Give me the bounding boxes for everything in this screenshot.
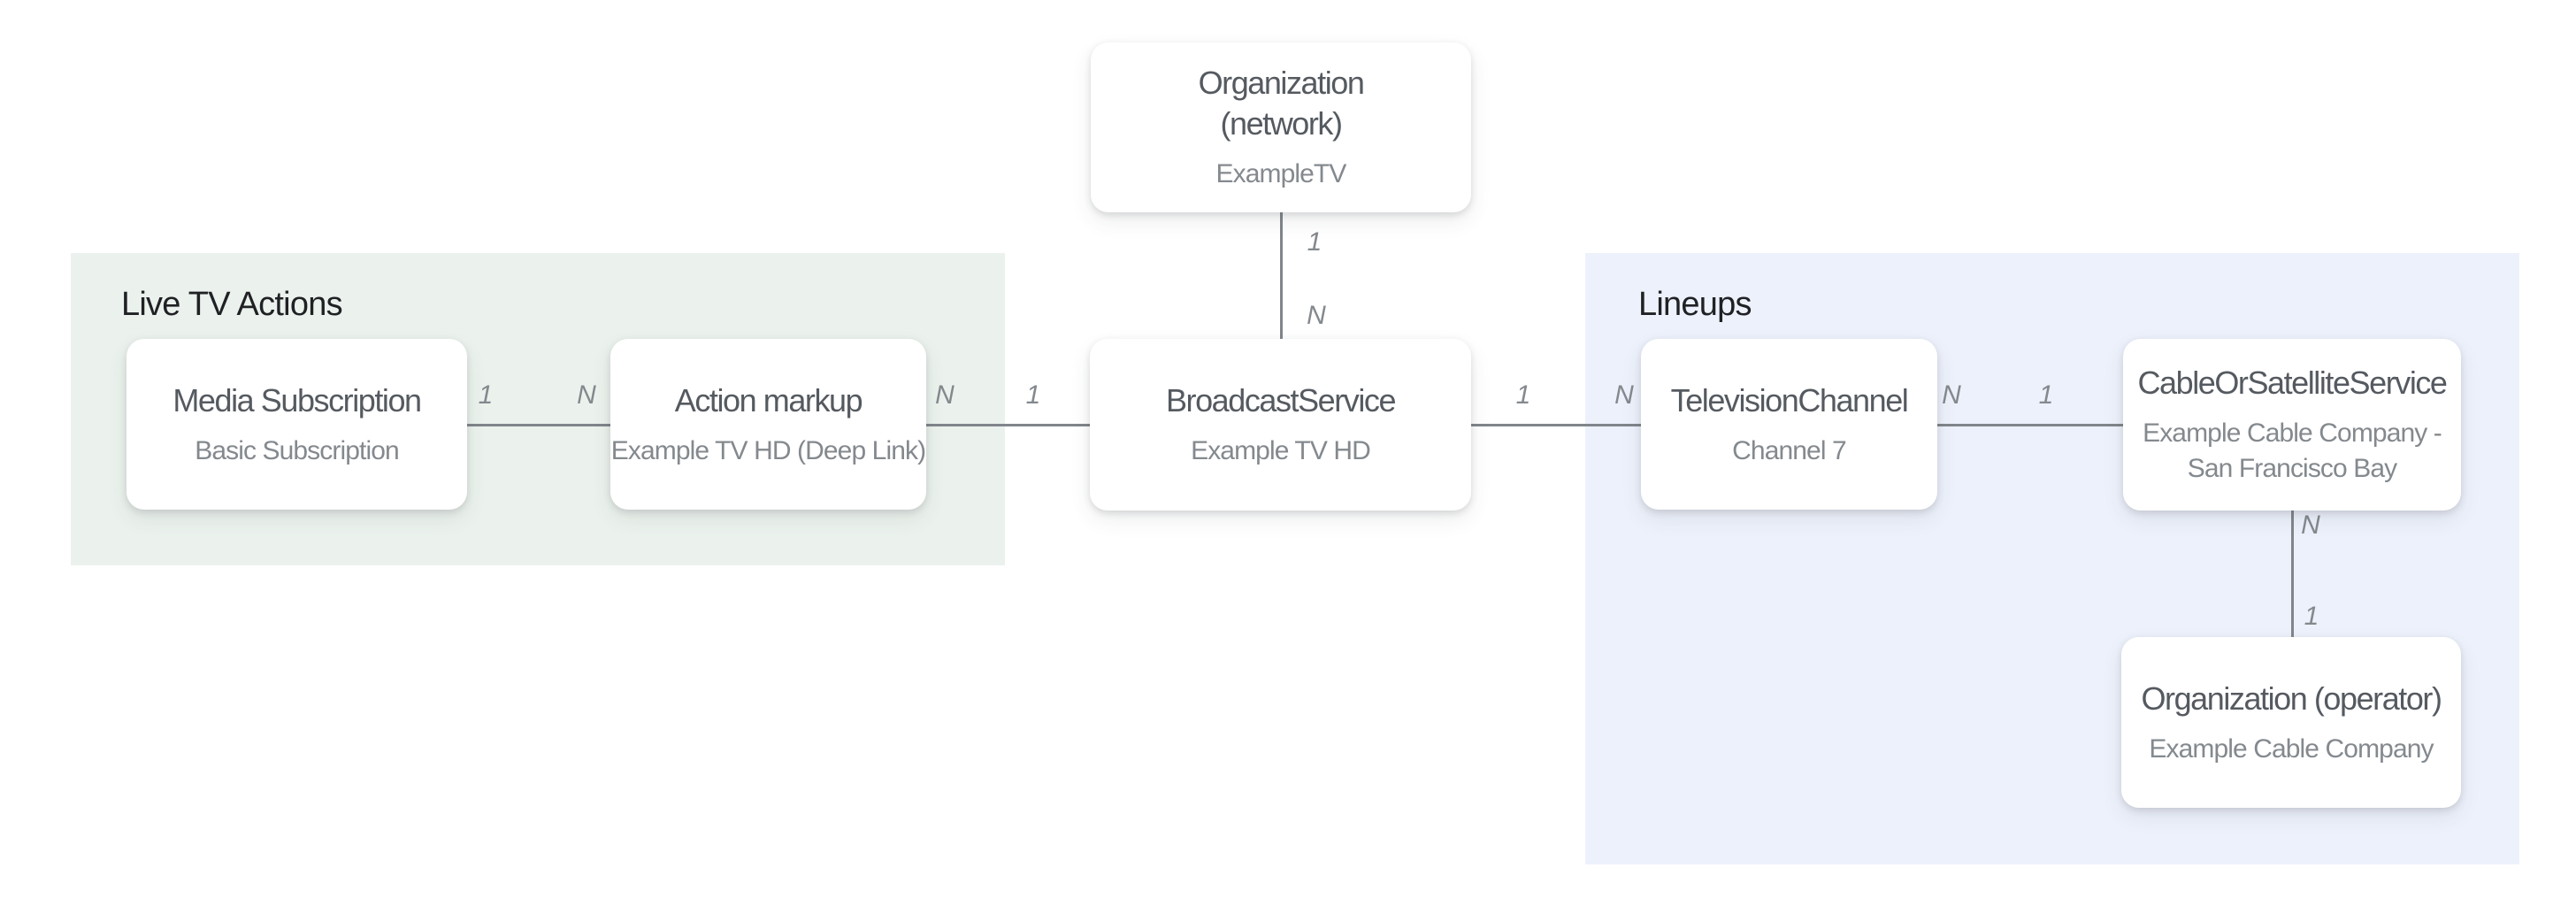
cardinality-broadcast-service-top: N xyxy=(1307,301,1326,330)
node-action-markup-title: Action markup xyxy=(674,381,863,418)
group-live-tv-actions-title: Live TV Actions xyxy=(121,286,343,323)
node-broadcast-service-subtitle: Example TV HD xyxy=(1191,436,1371,465)
group-lineups-title: Lineups xyxy=(1638,286,1752,323)
cardinality-media-subscription-end: 1 xyxy=(478,380,494,410)
node-action-markup: Action markup Example TV HD (Deep Link) xyxy=(610,339,926,510)
connector-broadcast-service-television-channel xyxy=(1471,424,1641,426)
node-cable-or-satellite-service: CableOrSatelliteService Example Cable Co… xyxy=(2123,339,2461,511)
node-media-subscription: Media Subscription Basic Subscription xyxy=(126,339,467,510)
connector-media-subscription-action-markup xyxy=(467,424,610,426)
connector-org-network-broadcast-service xyxy=(1280,212,1283,339)
cardinality-cable-service-left: 1 xyxy=(2038,380,2054,410)
node-media-subscription-title: Media Subscription xyxy=(172,381,422,418)
cardinality-org-operator-top: 1 xyxy=(2304,602,2319,631)
cardinality-action-markup-start: N xyxy=(577,380,596,410)
cardinality-action-markup-end: N xyxy=(935,380,954,410)
node-organization-operator: Organization (operator) Example Cable Co… xyxy=(2121,637,2461,808)
node-organization-network-subtitle: ExampleTV xyxy=(1215,159,1347,188)
node-action-markup-subtitle: Example TV HD (Deep Link) xyxy=(610,435,926,465)
node-broadcast-service-title: BroadcastService xyxy=(1165,382,1397,418)
connector-action-markup-broadcast-service xyxy=(926,424,1090,426)
node-television-channel-title: TelevisionChannel xyxy=(1670,381,1909,418)
node-organization-network: Organization (network) ExampleTV xyxy=(1091,42,1471,212)
cardinality-cable-service-bottom: N xyxy=(2301,511,2320,540)
cardinality-org-network-bottom: 1 xyxy=(1307,227,1322,257)
cardinality-broadcast-service-right: 1 xyxy=(1515,380,1531,410)
node-organization-operator-subtitle: Example Cable Company xyxy=(2149,733,2434,764)
connector-television-channel-cable-service xyxy=(1937,424,2123,426)
node-organization-operator-title: Organization (operator) xyxy=(2141,680,2442,717)
cardinality-television-channel-right: N xyxy=(1942,380,1961,410)
node-cable-or-satellite-service-title: CableOrSatelliteService xyxy=(2137,365,2447,401)
connector-cable-service-org-operator xyxy=(2291,511,2294,637)
node-cable-or-satellite-service-subtitle: Example Cable Company - San Francisco Ba… xyxy=(2143,418,2442,483)
cardinality-television-channel-left: N xyxy=(1614,380,1634,410)
node-media-subscription-subtitle: Basic Subscription xyxy=(195,435,399,465)
node-organization-network-title: Organization (network) xyxy=(1198,65,1365,142)
node-television-channel: TelevisionChannel Channel 7 xyxy=(1641,339,1937,510)
cardinality-broadcast-service-left: 1 xyxy=(1025,380,1041,410)
node-television-channel-subtitle: Channel 7 xyxy=(1732,435,1847,465)
node-broadcast-service: BroadcastService Example TV HD xyxy=(1090,339,1471,511)
